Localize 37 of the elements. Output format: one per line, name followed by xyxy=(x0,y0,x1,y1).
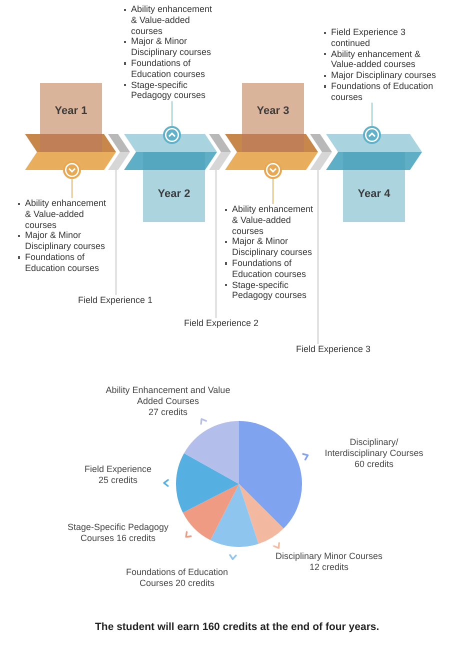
bullet-item: Major & Minor Disciplinary courses xyxy=(16,230,112,252)
bullet-item: Foundations of Education courses xyxy=(223,258,317,280)
bullet-item: Ability enhancement & Value-added courses xyxy=(16,198,112,230)
bullet-item: Ability enhancement & Value-added courses xyxy=(322,48,445,70)
slice-label: Foundations of Education Courses 20 credits xyxy=(124,567,230,589)
milestone-label: Field Experience 2 xyxy=(184,318,259,329)
bullet-item: Major & Minor Disciplinary courses xyxy=(122,36,218,58)
slice-label: Stage-Specific Pedagogy Courses 16 credits xyxy=(66,522,170,544)
slice-label: Field Experience 25 credits xyxy=(84,464,152,486)
year-box: Year 1 xyxy=(40,83,102,152)
chevron-circle-icon xyxy=(163,126,181,144)
chevron-circle-icon xyxy=(63,161,81,179)
year-box: Year 4 xyxy=(343,152,405,222)
bullet-item: Field Experience 3 continued xyxy=(322,27,445,49)
bullet-item: Ability enhancement & Value-added courses xyxy=(223,204,317,236)
bullet-item: Major & Minor Disciplinary courses xyxy=(223,236,317,258)
chevron-circle-icon xyxy=(264,161,282,179)
chevron-separator xyxy=(108,134,130,170)
leader-line xyxy=(272,178,274,204)
bullet-item: Major Disciplinary courses xyxy=(322,70,445,81)
bullet-item: Stage-specific Pedagogy courses xyxy=(223,280,317,302)
bullet-item: Foundations of Education courses xyxy=(16,252,112,274)
bullet-item: Foundations of Education courses xyxy=(322,80,445,103)
bullet-item: Foundations of Education courses xyxy=(122,58,218,80)
chevron-separator xyxy=(209,134,231,170)
chevron-circle-icon xyxy=(363,126,381,144)
chevron-separator xyxy=(310,134,332,170)
year-box: Year 2 xyxy=(143,152,205,222)
milestone-label: Field Experience 3 xyxy=(296,344,371,355)
slice-label: Disciplinary/ Interdisciplinary Courses 60 credits xyxy=(324,437,424,470)
slice-label: Disciplinary Minor Courses 12 credits xyxy=(276,551,383,573)
caption-text: The student will earn 160 credits at the end of four years. xyxy=(95,621,380,633)
year-box: Year 3 xyxy=(242,83,304,152)
slice-label: Ability Enhancement and Value Added Courses 27 credits xyxy=(104,385,232,418)
bullet-item: Stage-specific Pedagogy courses xyxy=(122,80,218,102)
milestone-label: Field Experience 1 xyxy=(78,295,153,306)
bullet-item: Ability enhancement & Value-added courses xyxy=(122,4,218,36)
